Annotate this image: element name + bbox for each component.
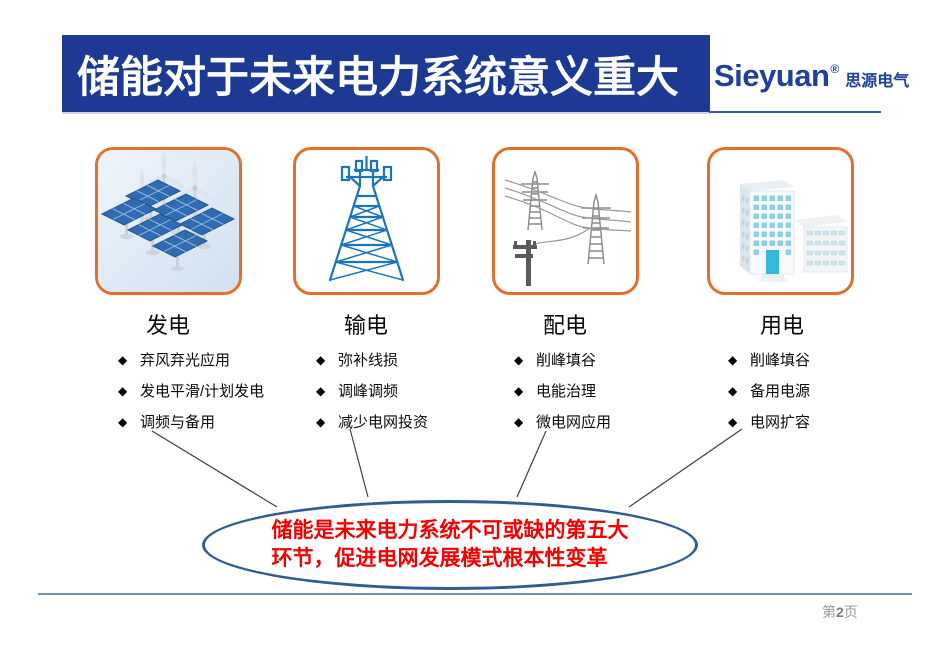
transmission-bullet-list: ◆ 弥补线损 ◆ 调峰调频 ◆ 减少电网投资 — [316, 344, 428, 437]
bullet-label: 电网扩容 — [750, 414, 811, 431]
list-item: ◆ 电能治理 — [514, 375, 611, 406]
generation-bullet-list: ◆ 弃风弃光应用 ◆ 发电平滑/计划发电 ◆ 调频与备用 — [118, 344, 264, 437]
logo-chinese-text: 思源电气 — [845, 73, 910, 90]
bullet-label: 弥补线损 — [338, 352, 399, 369]
column-title-generation: 发电 — [145, 313, 191, 338]
generation-image-box — [95, 147, 242, 295]
list-item: ◆ 削峰填谷 — [514, 344, 611, 375]
diamond-bullet-icon: ◆ — [316, 383, 326, 398]
bullet-label: 电能治理 — [536, 383, 597, 400]
distribution-bullet-list: ◆ 削峰填谷 ◆ 电能治理 ◆ 微电网应用 — [514, 344, 611, 437]
bullet-label: 微电网应用 — [536, 414, 612, 431]
list-item: ◆ 备用电源 — [728, 375, 810, 406]
transmission-image-box — [293, 147, 440, 295]
registered-trademark-icon: ® — [830, 62, 840, 76]
bullet-label: 削峰填谷 — [750, 352, 811, 369]
diamond-bullet-icon: ◆ — [514, 352, 524, 367]
buildings-icon — [740, 180, 848, 282]
list-item: ◆ 调峰调频 — [316, 375, 428, 406]
conclusion-line-2: 环节，促进电网发展模式根本性变革 — [271, 547, 608, 570]
column-title-transmission: 输电 — [343, 313, 389, 338]
transmission-tower-icon — [328, 156, 405, 282]
title-banner: 储能对于未来电力系统意义重大 — [62, 35, 710, 112]
list-item: ◆ 减少电网投资 — [316, 406, 428, 437]
bullet-label: 发电平滑/计划发电 — [140, 383, 265, 400]
bullet-label: 弃风弃光应用 — [140, 352, 231, 369]
logo-latin-text: Sieyuan — [714, 58, 830, 93]
page-prefix: 第 — [822, 604, 836, 620]
list-item: ◆ 弃风弃光应用 — [118, 344, 264, 375]
consumption-bullet-list: ◆ 削峰填谷 ◆ 备用电源 ◆ 电网扩容 — [728, 344, 810, 437]
footer-divider-line — [38, 593, 912, 595]
diamond-bullet-icon: ◆ — [514, 383, 524, 398]
list-item: ◆ 微电网应用 — [514, 406, 611, 437]
logo-underline — [709, 111, 881, 113]
list-item: ◆ 电网扩容 — [728, 406, 810, 437]
page-suffix: 页 — [843, 604, 858, 620]
list-item: ◆ 发电平滑/计划发电 — [118, 375, 264, 406]
diamond-bullet-icon: ◆ — [316, 414, 326, 429]
diamond-bullet-icon: ◆ — [118, 383, 128, 398]
page-number: 第2页 — [822, 602, 858, 622]
diamond-bullet-icon: ◆ — [514, 414, 524, 429]
diamond-bullet-icon: ◆ — [118, 414, 128, 429]
distribution-image-box — [492, 147, 639, 295]
column-title-consumption: 用电 — [759, 313, 805, 338]
column-title-distribution: 配电 — [542, 313, 588, 338]
page-number-value: 2 — [836, 604, 844, 620]
page-title: 储能对于未来电力系统意义重大 — [77, 53, 679, 102]
solar-and-wind-icon — [98, 150, 239, 292]
list-item: ◆ 削峰填谷 — [728, 344, 810, 375]
bullet-label: 调频与备用 — [140, 414, 216, 431]
conclusion-text: 储能是未来电力系统不可或缺的第五大 环节，促进电网发展模式根本性变革 — [272, 517, 629, 573]
conclusion-ellipse: 储能是未来电力系统不可或缺的第五大 环节，促进电网发展模式根本性变革 — [202, 500, 698, 590]
bullet-label: 备用电源 — [750, 383, 811, 400]
diamond-bullet-icon: ◆ — [118, 352, 128, 367]
list-item: ◆ 弥补线损 — [316, 344, 428, 375]
conclusion-line-1: 储能是未来电力系统不可或缺的第五大 — [271, 519, 629, 542]
diamond-bullet-icon: ◆ — [316, 352, 326, 367]
bullet-label: 调峰调频 — [338, 383, 399, 400]
consumption-image-box — [707, 147, 854, 295]
bullet-label: 减少电网投资 — [338, 414, 429, 431]
diamond-bullet-icon: ◆ — [728, 383, 738, 398]
diamond-bullet-icon: ◆ — [728, 352, 738, 367]
list-item: ◆ 调频与备用 — [118, 406, 264, 437]
bullet-label: 削峰填谷 — [536, 352, 597, 369]
power-lines-icon — [504, 169, 632, 286]
company-logo: Sieyuan ® 思源电气 — [714, 58, 909, 102]
diamond-bullet-icon: ◆ — [728, 414, 738, 429]
